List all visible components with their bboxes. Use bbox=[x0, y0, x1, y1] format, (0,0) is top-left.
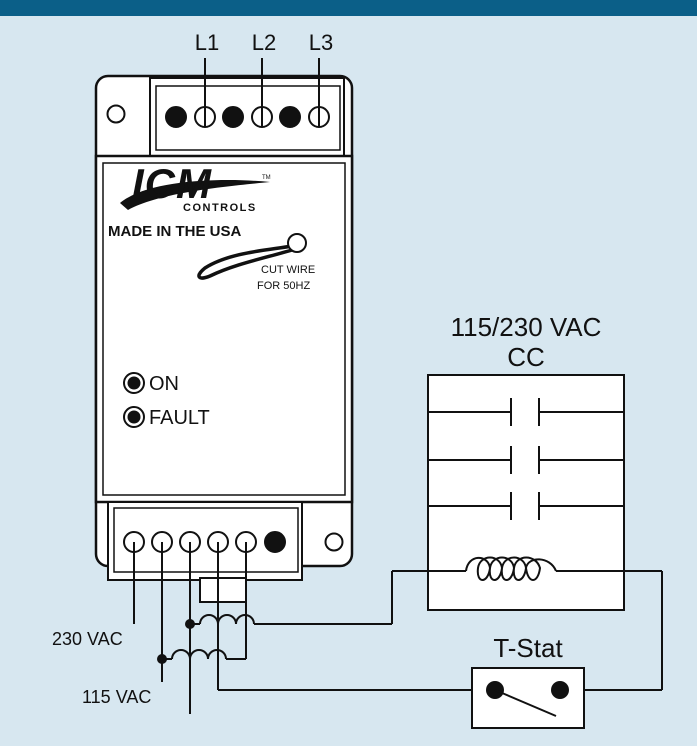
tstat-terminal-right bbox=[551, 681, 569, 699]
label-panel bbox=[94, 154, 354, 504]
led-on-label: ON bbox=[149, 373, 179, 395]
tstat-label: T-Stat bbox=[493, 633, 563, 663]
device-enclosure bbox=[94, 74, 354, 603]
header-bar bbox=[0, 0, 697, 16]
logo-swoosh bbox=[120, 180, 270, 210]
cut-wire-line2: FOR 50HZ bbox=[257, 280, 310, 292]
junction-dot-115 bbox=[157, 654, 167, 664]
led-fault-label: FAULT bbox=[149, 407, 210, 429]
mount-hole-top bbox=[106, 104, 126, 124]
cut-wire-loop bbox=[197, 233, 307, 280]
contactor-title-line2: CC bbox=[507, 342, 545, 372]
mount-hole-bottom bbox=[324, 532, 344, 552]
label-230vac: 230 VAC bbox=[52, 629, 123, 649]
label-115vac: 115 VAC bbox=[82, 687, 151, 707]
contactor-box bbox=[427, 374, 625, 611]
contactor-title-line1: 115/230 VAC bbox=[451, 312, 602, 342]
made-in-usa: MADE IN THE USA bbox=[108, 223, 242, 240]
contactor-contacts bbox=[428, 398, 624, 520]
logo-text: ICM bbox=[132, 160, 212, 207]
contactor-coil bbox=[428, 556, 663, 691]
cut-wire-line1: CUT WIRE bbox=[261, 264, 315, 276]
label-l2: L2 bbox=[252, 30, 276, 55]
label-l1: L1 bbox=[195, 30, 219, 55]
tstat-switch-arm bbox=[494, 689, 557, 717]
icm-logo: ICM TM CONTROLS bbox=[120, 160, 271, 214]
logo-tm: TM bbox=[262, 175, 271, 181]
logo-sub: CONTROLS bbox=[183, 202, 257, 214]
label-l3: L3 bbox=[309, 30, 333, 55]
tstat-box bbox=[471, 667, 585, 729]
junction-dot-common bbox=[185, 619, 195, 629]
